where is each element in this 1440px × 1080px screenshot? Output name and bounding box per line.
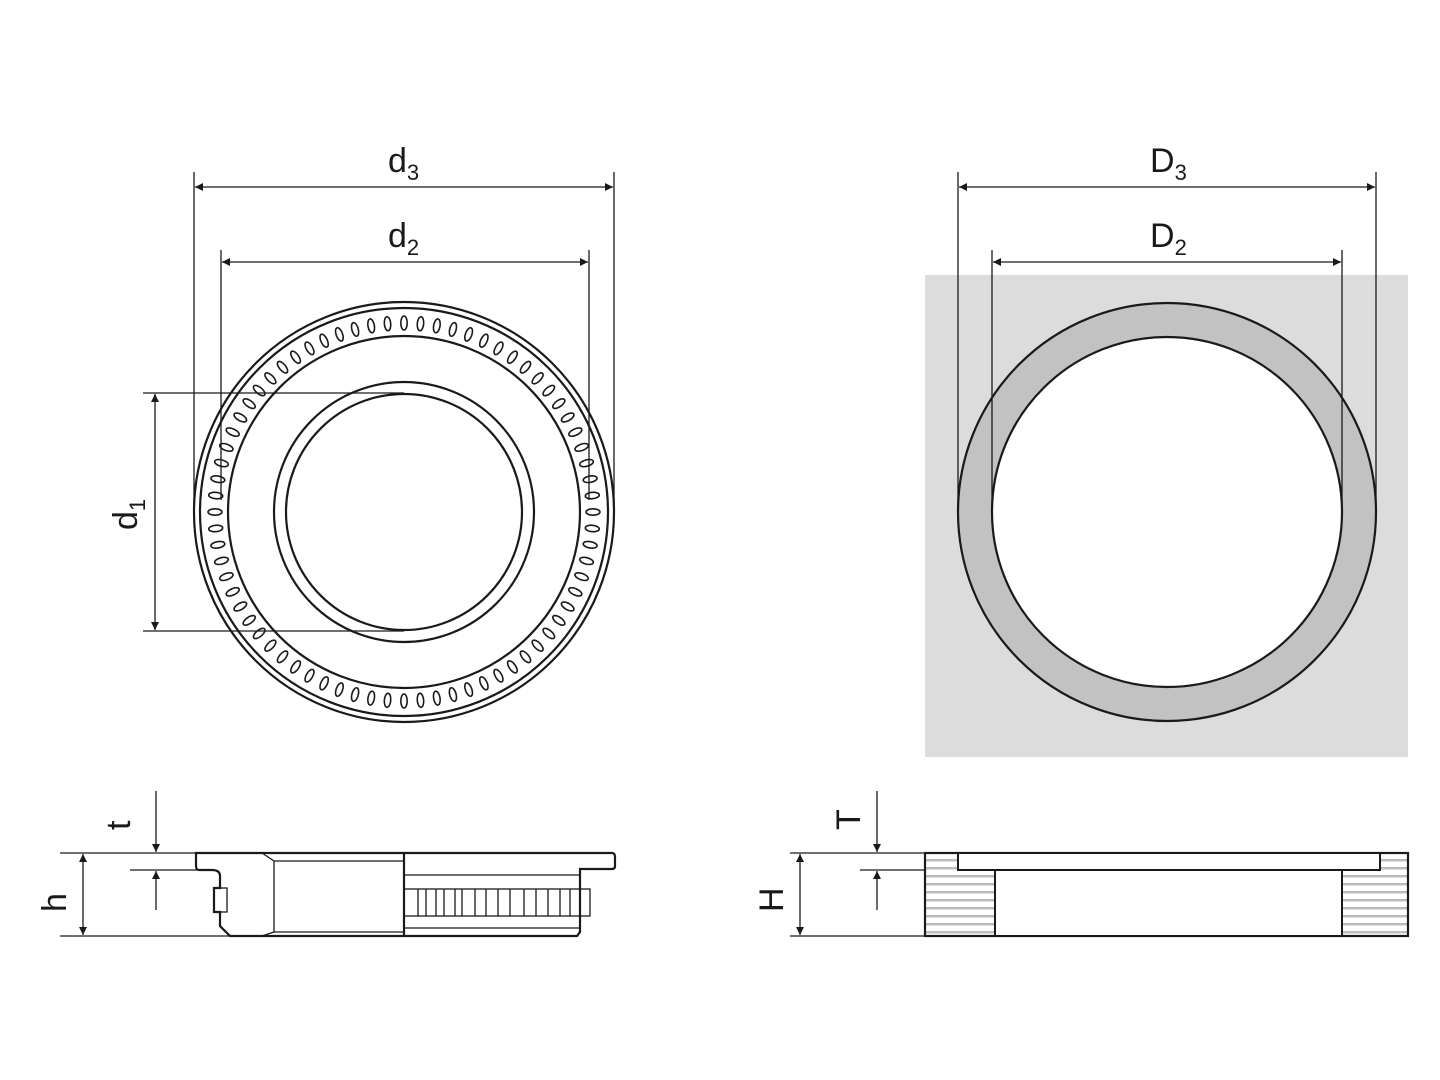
tooth [225, 586, 240, 597]
tooth [542, 384, 556, 397]
tooth [400, 693, 409, 709]
tooth [432, 318, 441, 334]
left-side-view: h t [36, 791, 617, 938]
teeth-ring [207, 315, 601, 709]
tooth [493, 341, 504, 356]
D3-label: D3 [1150, 142, 1187, 185]
tooth [207, 524, 224, 533]
tooth [560, 601, 575, 612]
left-part-outline [194, 851, 617, 938]
tooth [585, 507, 601, 516]
ring-circle [226, 334, 582, 690]
chamfer-line [261, 852, 275, 937]
tooth [367, 318, 376, 334]
d3-label: d3 [388, 142, 419, 185]
tooth [207, 491, 224, 500]
knurl-band [403, 888, 591, 917]
tooth [416, 692, 425, 709]
tooth [264, 372, 277, 385]
tooth [416, 315, 425, 332]
tooth [289, 350, 302, 365]
tooth [334, 682, 345, 698]
tooth [218, 442, 234, 453]
tooth [334, 326, 345, 342]
tooth [319, 676, 330, 691]
tooth [506, 350, 519, 365]
tooth [531, 639, 544, 652]
tooth [242, 614, 257, 627]
tooth [463, 682, 474, 698]
tooth [519, 360, 532, 374]
tooth [551, 397, 566, 410]
tooth [560, 412, 575, 423]
D2-label: D2 [1150, 217, 1187, 260]
tooth [276, 650, 289, 664]
tooth [264, 639, 277, 652]
tooth [542, 627, 556, 640]
tooth [399, 315, 408, 331]
tooth [506, 659, 519, 674]
top-recess [957, 852, 1381, 871]
tooth [568, 427, 583, 438]
detent-slot [213, 887, 228, 913]
tooth [350, 686, 360, 703]
center-opening [994, 869, 1343, 937]
tooth [276, 360, 289, 374]
tooth [225, 427, 240, 438]
tooth [210, 475, 226, 484]
tooth [383, 315, 392, 332]
tooth [242, 397, 257, 410]
tooth [448, 321, 458, 338]
tooth [304, 668, 315, 683]
tooth [582, 540, 598, 549]
tooth [319, 333, 330, 348]
bore-outer-circle [272, 380, 536, 644]
h-label: h [36, 893, 74, 912]
tooth [210, 540, 226, 549]
tooth [463, 326, 474, 342]
tooth [574, 442, 590, 453]
tooth [233, 601, 248, 612]
tooth [383, 692, 392, 709]
H-label: H [753, 887, 791, 912]
d2-label: d2 [388, 217, 419, 260]
tooth [432, 690, 441, 706]
tooth [233, 412, 248, 423]
knurl-lines [417, 889, 581, 916]
tooth [448, 686, 458, 703]
tooth [578, 458, 595, 468]
tooth [218, 571, 234, 582]
tooth [568, 586, 583, 597]
tooth [367, 690, 376, 706]
tooth [252, 627, 266, 640]
tooth [584, 491, 601, 500]
ring-inner-circle [990, 335, 1344, 689]
right-top-view: D3 D2 [925, 142, 1408, 757]
T-label: T [830, 809, 868, 830]
rim-inner-circle [198, 306, 610, 718]
tooth [478, 676, 489, 691]
tooth [578, 556, 595, 566]
left-top-view: d3 d2 d1 [107, 142, 616, 724]
t-label: t [100, 820, 138, 830]
tooth [531, 372, 544, 385]
tooth [350, 321, 360, 338]
tooth [584, 524, 601, 533]
tooth [207, 508, 223, 517]
tooth [304, 341, 315, 356]
bore-inner-circle [284, 392, 524, 632]
tooth [478, 333, 489, 348]
tooth [574, 571, 590, 582]
tooth [519, 650, 532, 664]
tooth [582, 475, 598, 484]
tooth [551, 614, 566, 627]
d1-label: d1 [107, 499, 150, 530]
tooth [493, 668, 504, 683]
right-side-view: H T [753, 791, 1410, 938]
outer-rim-circle [192, 300, 616, 724]
tooth [289, 659, 302, 674]
tooth [252, 384, 266, 397]
tooth [213, 556, 230, 566]
